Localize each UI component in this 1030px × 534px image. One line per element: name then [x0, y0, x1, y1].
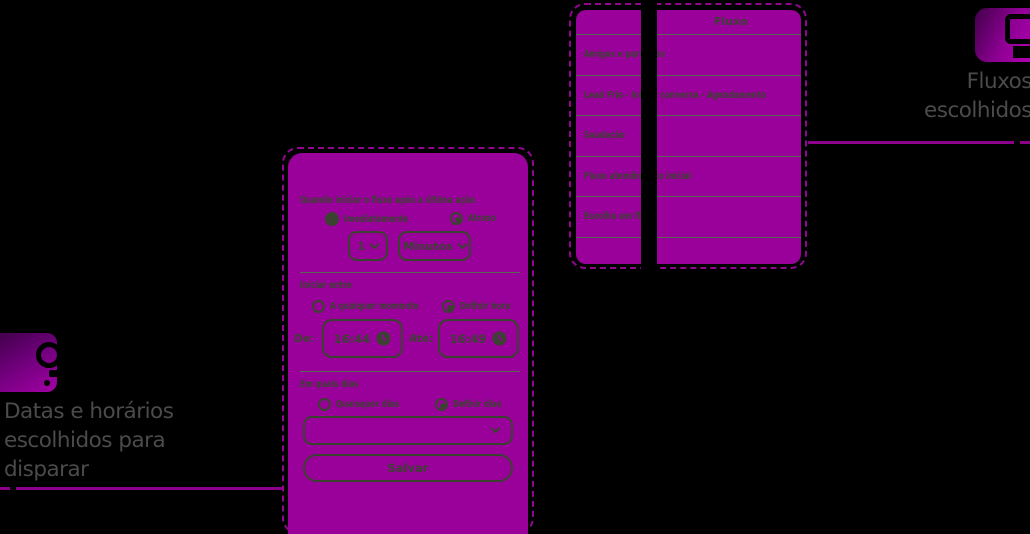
schedule-title: Quando iniciar o fluxo após a última açã…: [300, 195, 533, 206]
from-label: De:: [294, 333, 315, 345]
clock-icon: [376, 331, 391, 346]
radio-any-day-label: Quaisquer dias: [336, 399, 400, 410]
right-annotation-line: escolhidos: [924, 98, 1030, 123]
start-between-label: Iniciar entre: [300, 280, 369, 291]
radio-option-immediate[interactable]: Imediatamente: [325, 212, 430, 226]
flow-list-item[interactable]: Lead Frio - Iniciar conversa - Agendamen…: [576, 76, 801, 116]
delay-value-select[interactable]: 1: [348, 231, 388, 261]
flow-list-item[interactable]: Escolha um fluxo: [576, 197, 801, 238]
flow-list-header: Fluxo: [576, 10, 801, 35]
radio-option-any-day[interactable]: Quaisquer dias: [318, 398, 421, 411]
flow-list-header-label: Fluxo: [714, 15, 748, 28]
flow-panel-dashed-outline: [569, 3, 807, 269]
from-time-input[interactable]: 16:44: [322, 319, 403, 358]
delay-value: 1: [357, 239, 366, 253]
clock-icon: [492, 331, 507, 346]
connector-line-left: [16, 487, 282, 490]
radio-option-any-moment[interactable]: A qualquer momento: [312, 300, 448, 313]
schedule-title-text: Quando iniciar o fluxo após a última açã…: [300, 195, 475, 206]
left-annotation-line: escolhidos para: [4, 428, 166, 453]
delay-unit: Minutos: [403, 239, 453, 253]
schedule-panel: Quando iniciar o fluxo após a última açã…: [288, 153, 528, 534]
left-annotation-label: Datas e horários escolhidos para dispara…: [4, 397, 174, 484]
chevron-down-icon: [369, 239, 380, 249]
days-select[interactable]: [303, 416, 513, 445]
radio-delay-label: Atraso: [468, 213, 496, 224]
start-between-text: Iniciar entre: [300, 280, 352, 291]
delay-unit-select[interactable]: Minutos: [398, 231, 471, 261]
left-annotation-line: disparar: [4, 457, 89, 482]
save-button-label: Salvar: [387, 461, 429, 475]
flow-list-item[interactable]: Saudação: [576, 116, 801, 157]
connector-line-right-dash: [1020, 141, 1030, 144]
right-annotation-line: Fluxos: [966, 69, 1030, 94]
which-days-text: Em quais dias: [300, 379, 359, 390]
calendar-icon: [0, 333, 62, 392]
radio-unselected-icon[interactable]: [312, 300, 325, 313]
radio-option-define-days[interactable]: Definir dias: [435, 398, 518, 411]
radio-option-define-time[interactable]: Definir hora: [442, 300, 527, 313]
calendar-icon-notch: [49, 370, 59, 377]
flow-icon-ring: [1005, 14, 1030, 44]
connector-line-right: [808, 141, 1014, 144]
right-annotation-label: Fluxos escolhidos: [924, 67, 1030, 125]
radio-selected-icon[interactable]: [435, 398, 448, 411]
to-label: Até:: [409, 333, 434, 345]
which-days-label: Em quais dias: [300, 379, 378, 390]
radio-unselected-icon[interactable]: [318, 398, 331, 411]
save-button[interactable]: Salvar: [303, 454, 513, 482]
chevron-down-icon: [457, 239, 468, 249]
calendar-icon-ring: [36, 342, 62, 368]
from-time-value: 16:44: [333, 331, 371, 346]
divider: [300, 272, 520, 273]
radio-any-moment-label: A qualquer momento: [330, 301, 419, 312]
radio-immediate-label: Imediatamente: [344, 213, 409, 225]
flow-list-item[interactable]: Fluxo atendimento inicial: [576, 157, 801, 197]
flow-list-item[interactable]: Amigos e parceiros: [576, 35, 801, 76]
flow-list-item-label: Lead Frio - Iniciar conversa - Agendamen…: [584, 89, 766, 101]
flow-list-panel: Fluxo Amigos e parceiros Lead Frio - Ini…: [576, 10, 801, 264]
flow-icon-square: [1013, 46, 1030, 58]
black-stripe-overlay: [641, 0, 657, 272]
flow-list-item-label: Fluxo atendimento inicial: [584, 170, 692, 182]
flow-list-item-label: Escolha um fluxo: [584, 211, 656, 223]
flow-list-item-label: Saudação: [584, 130, 625, 142]
to-time-value: 16:49: [449, 331, 487, 346]
calendar-icon-notch: [44, 380, 50, 386]
radio-filled-icon[interactable]: [325, 212, 339, 226]
flow-list-item-label: Amigos e parceiros: [584, 49, 666, 61]
divider: [300, 371, 520, 372]
left-annotation-line: Datas e horários: [4, 399, 174, 424]
radio-selected-icon[interactable]: [450, 212, 463, 225]
flow-icon: [975, 8, 1030, 62]
radio-define-time-label: Definir hora: [460, 301, 511, 312]
radio-selected-icon[interactable]: [442, 300, 455, 313]
chevron-down-icon: [490, 423, 501, 434]
radio-define-days-label: Definir dias: [453, 399, 502, 410]
radio-option-delay[interactable]: Atraso: [450, 212, 505, 225]
connector-line-left-dash: [0, 487, 10, 490]
to-time-input[interactable]: 16:49: [438, 319, 519, 358]
